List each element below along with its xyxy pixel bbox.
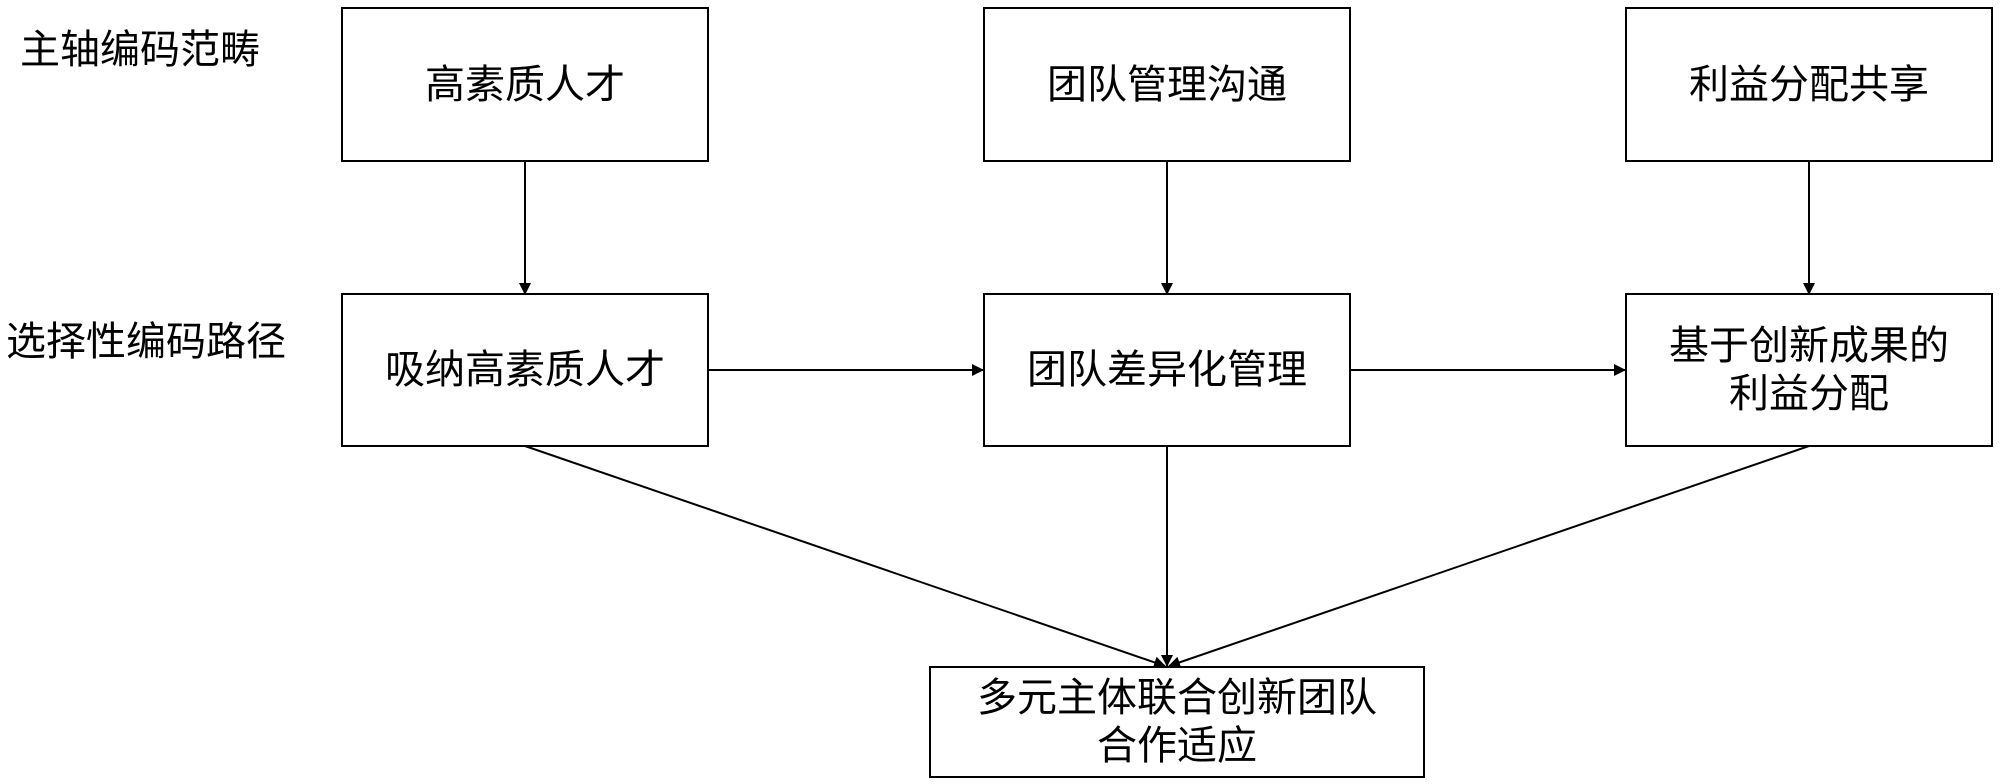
arrow-benefit-to-outcome <box>1168 445 1810 669</box>
absorb-talent-box: 吸纳高素质人才 <box>341 293 709 447</box>
selective-coding-path-label: 选择性编码路径 <box>6 319 286 365</box>
benefit-sharing-box: 利益分配共享 <box>1625 7 1993 162</box>
axial-coding-category-label: 主轴编码范畴 <box>20 27 260 73</box>
differentiated-management-box: 团队差异化管理 <box>983 293 1351 447</box>
talent-box: 高素质人才 <box>341 7 709 162</box>
arrow-absorb-to-outcome <box>524 445 1166 669</box>
team-communication-box: 团队管理沟通 <box>983 7 1351 162</box>
team-cooperation-adaptation-box: 多元主体联合创新团队 合作适应 <box>929 666 1425 778</box>
innovation-benefit-box: 基于创新成果的 利益分配 <box>1625 293 1993 447</box>
